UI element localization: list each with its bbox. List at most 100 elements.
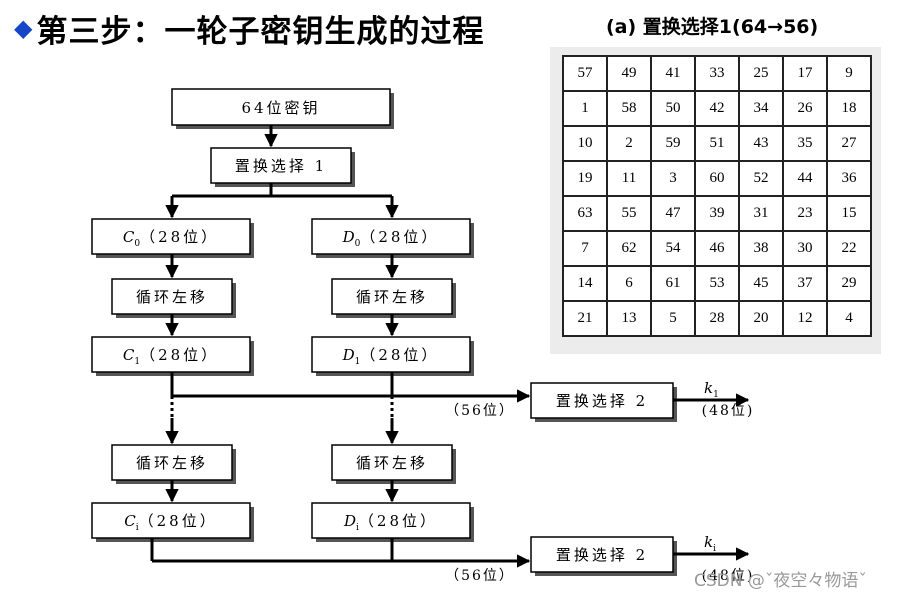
- ci-rest: （28位）: [139, 512, 218, 530]
- svg-text:D0（28位）: D0（28位）: [342, 228, 440, 249]
- pc1-cell: 22: [826, 230, 872, 267]
- title-text: 第三步：一轮子密钥生成的过程: [36, 13, 485, 50]
- pc1-cell: 39: [694, 195, 740, 232]
- c1-sub: 1: [134, 357, 140, 367]
- k1-label: k1: [704, 379, 719, 400]
- page-title: ◆ 第三步：一轮子密钥生成的过程: [14, 6, 484, 50]
- pc1-cell: 62: [606, 230, 652, 267]
- pc1-cell: 45: [738, 265, 784, 302]
- box-ci: Ci（28位）: [91, 502, 254, 542]
- pc1-cell: 36: [826, 160, 872, 197]
- pc1-cell: 25: [738, 55, 784, 92]
- di-sub: i: [356, 523, 359, 533]
- pc1-label: 置换选择 1: [235, 157, 327, 175]
- d1-var: D: [342, 346, 355, 364]
- box-pc2-1: 置换选择 2: [530, 382, 677, 422]
- box-c1: C1（28位）: [91, 336, 254, 376]
- connectors: [150, 125, 750, 568]
- pc1-cell: 19: [562, 160, 608, 197]
- pc1-cell: 12: [782, 300, 828, 337]
- pc1-cell: 37: [782, 265, 828, 302]
- shift-d-1-label: 循环左移: [356, 288, 428, 306]
- d1-sub: 1: [355, 357, 361, 367]
- box-d0: D0（28位）: [311, 218, 474, 258]
- svg-text:C1（28位）: C1（28位）: [123, 346, 219, 367]
- d1-rest: （28位）: [360, 346, 439, 364]
- pc1-cell: 57: [562, 55, 608, 92]
- c0-rest: （28位）: [140, 228, 219, 246]
- box-d1: D1（28位）: [311, 336, 474, 376]
- pc1-cell: 41: [650, 55, 696, 92]
- pc1-cell: 31: [738, 195, 784, 232]
- pc1-cell: 13: [606, 300, 652, 337]
- pc1-cell: 30: [782, 230, 828, 267]
- di-var: D: [343, 512, 356, 530]
- pc1-cell: 52: [738, 160, 784, 197]
- d0-var: D: [342, 228, 355, 246]
- ci-var: C: [124, 512, 136, 530]
- box-pc2-2: 置换选择 2: [530, 536, 677, 576]
- box-shift-c-1: 循环左移: [111, 278, 236, 318]
- pc1-cell: 18: [826, 90, 872, 127]
- box-c0: C0（28位）: [91, 218, 254, 258]
- svg-text:Ci（28位）: Ci（28位）: [124, 512, 217, 533]
- box-shift-c-i: 循环左移: [111, 444, 236, 484]
- pc1-cell: 61: [650, 265, 696, 302]
- box-key64: 64位密钥: [171, 88, 394, 129]
- pc1-cell: 10: [562, 125, 608, 162]
- box-shift-d-i: 循环左移: [331, 444, 456, 484]
- c0-var: C: [123, 228, 135, 246]
- pc1-cell: 29: [826, 265, 872, 302]
- d0-sub: 0: [355, 239, 361, 249]
- pc1-cell: 38: [738, 230, 784, 267]
- pc1-cell: 43: [738, 125, 784, 162]
- box-pc1: 置换选择 1: [210, 147, 355, 187]
- bits56-label-1: （56位）: [445, 403, 515, 419]
- pc1-cell: 20: [738, 300, 784, 337]
- pc1-cell: 28: [694, 300, 740, 337]
- pc1-cell: 23: [782, 195, 828, 232]
- pc2-2-label: 置换选择 2: [556, 546, 648, 564]
- pc1-cell: 4: [826, 300, 872, 337]
- pc1-cell: 27: [826, 125, 872, 162]
- box-shift-d-1: 循环左移: [331, 278, 456, 318]
- pc1-cell: 63: [562, 195, 608, 232]
- pc1-cell: 51: [694, 125, 740, 162]
- shift-c-i-label: 循环左移: [136, 454, 208, 472]
- pc1-cell: 42: [694, 90, 740, 127]
- pc1-cell: 21: [562, 300, 608, 337]
- svg-text:Di（28位）: Di（28位）: [343, 512, 438, 533]
- pc1-cell: 33: [694, 55, 740, 92]
- pc1-cell: 26: [782, 90, 828, 127]
- pc1-cell: 17: [782, 55, 828, 92]
- ci-sub: i: [136, 523, 139, 533]
- pc1-cell: 34: [738, 90, 784, 127]
- c0-sub: 0: [134, 239, 140, 249]
- pc1-cell: 15: [826, 195, 872, 232]
- pc1-cell: 60: [694, 160, 740, 197]
- pc1-cell: 9: [826, 55, 872, 92]
- table-caption: (a) 置换选择1(64→56): [606, 16, 819, 38]
- pc1-cell: 58: [606, 90, 652, 127]
- c1-var: C: [123, 346, 135, 364]
- pc1-cell: 2: [606, 125, 652, 162]
- pc1-cell: 1: [562, 90, 608, 127]
- pc1-cell: 11: [606, 160, 652, 197]
- pc1-cell: 59: [650, 125, 696, 162]
- bits56-label-2: （56位）: [445, 568, 515, 584]
- pc1-cell: 3: [650, 160, 696, 197]
- c1-rest: （28位）: [140, 346, 219, 364]
- pc1-cell: 6: [606, 265, 652, 302]
- pc2-1-label: 置换选择 2: [556, 392, 648, 410]
- pc1-cell: 46: [694, 230, 740, 267]
- pc1-cell: 35: [782, 125, 828, 162]
